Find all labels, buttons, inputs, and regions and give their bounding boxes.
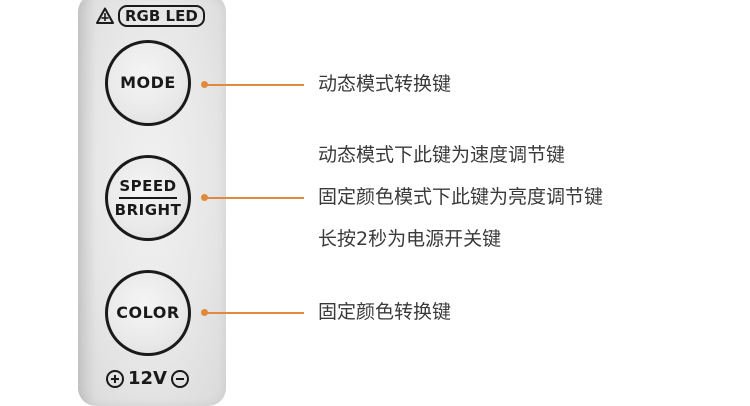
speed-label: SPEED bbox=[119, 178, 177, 199]
speed-bright-button[interactable]: SPEED BRIGHT bbox=[105, 155, 191, 241]
power-rating: 12V bbox=[106, 370, 189, 388]
speed-leader-line bbox=[204, 197, 304, 199]
color-leader-line bbox=[204, 312, 304, 314]
mode-description: 动态模式转换键 bbox=[318, 73, 452, 95]
speed-description-line-3: 长按2秒为电源开关键 bbox=[318, 228, 502, 250]
speed-description-line-1: 动态模式下此键为速度调节键 bbox=[318, 144, 566, 166]
color-button[interactable]: COLOR bbox=[105, 270, 191, 356]
voltage-label: 12V bbox=[128, 368, 167, 389]
minus-circle-icon bbox=[170, 370, 189, 388]
plus-circle-icon bbox=[106, 370, 124, 388]
mode-leader-line bbox=[204, 84, 304, 86]
color-button-label: COLOR bbox=[116, 303, 180, 322]
mode-button-label: MODE bbox=[120, 73, 176, 92]
speed-description-line-2: 固定颜色模式下此键为亮度调节键 bbox=[318, 186, 604, 208]
rgb-led-label: RGB LED bbox=[118, 5, 205, 27]
bright-label: BRIGHT bbox=[114, 200, 182, 219]
warning-triangle-icon bbox=[96, 7, 114, 24]
rgb-led-header: RGB LED bbox=[96, 5, 205, 27]
panel-edge-shading bbox=[78, 0, 96, 406]
color-description: 固定颜色转换键 bbox=[318, 301, 452, 323]
mode-button[interactable]: MODE bbox=[105, 40, 191, 126]
